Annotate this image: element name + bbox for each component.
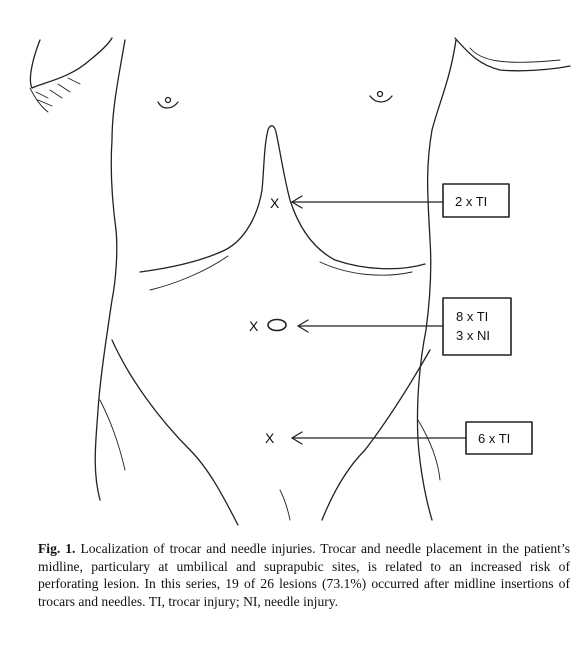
caption-text: Localization of trocar and needle injuri… [38,541,571,609]
left-arm-hatching [29,77,81,113]
right-nipple-dot [376,90,384,98]
rib-margin-left [139,125,426,273]
right-nipple [369,95,393,103]
figure-caption: Fig. 1. Localization of trocar and needl… [38,540,570,610]
umbilicus-circle [267,318,287,332]
arrow-head-upper [291,195,303,209]
left-nipple [157,101,179,109]
arrow-head-umbilical [297,319,309,333]
right-arm-line [469,47,561,63]
left-inguinal [111,339,239,526]
arrow-head-suprapubic [291,431,303,445]
label-umbilical-ni: 3 x NI [456,328,490,343]
left-torso-side [94,39,126,501]
marker-x-upper: X [270,195,280,211]
label-umbilical-ti: 8 x TI [456,309,488,324]
label-box-upper [442,183,510,218]
left-nipple-dot [164,96,172,104]
lower-rib-left [149,255,229,291]
label-suprapubic-ti: 6 x TI [478,431,510,446]
marker-x-suprapubic: X [265,430,275,446]
label-box-suprapubic [465,421,533,455]
right-torso-side [416,39,457,521]
abdomen-diagram: X X X 2 x TI 8 x TI 3 x NI 6 x TI [29,37,571,526]
pubic-line [279,489,291,521]
lower-rib-right [319,261,413,276]
right-hip-line [417,419,441,481]
label-box-umbilical [442,297,512,356]
marker-x-umbilical: X [249,318,259,334]
caption-label: Fig. 1. [38,541,76,556]
left-hip-line [99,399,126,471]
label-upper-ti: 2 x TI [455,194,487,209]
right-shoulder-outline [454,37,571,72]
left-shoulder-outline [29,37,113,89]
right-inguinal [321,349,431,521]
